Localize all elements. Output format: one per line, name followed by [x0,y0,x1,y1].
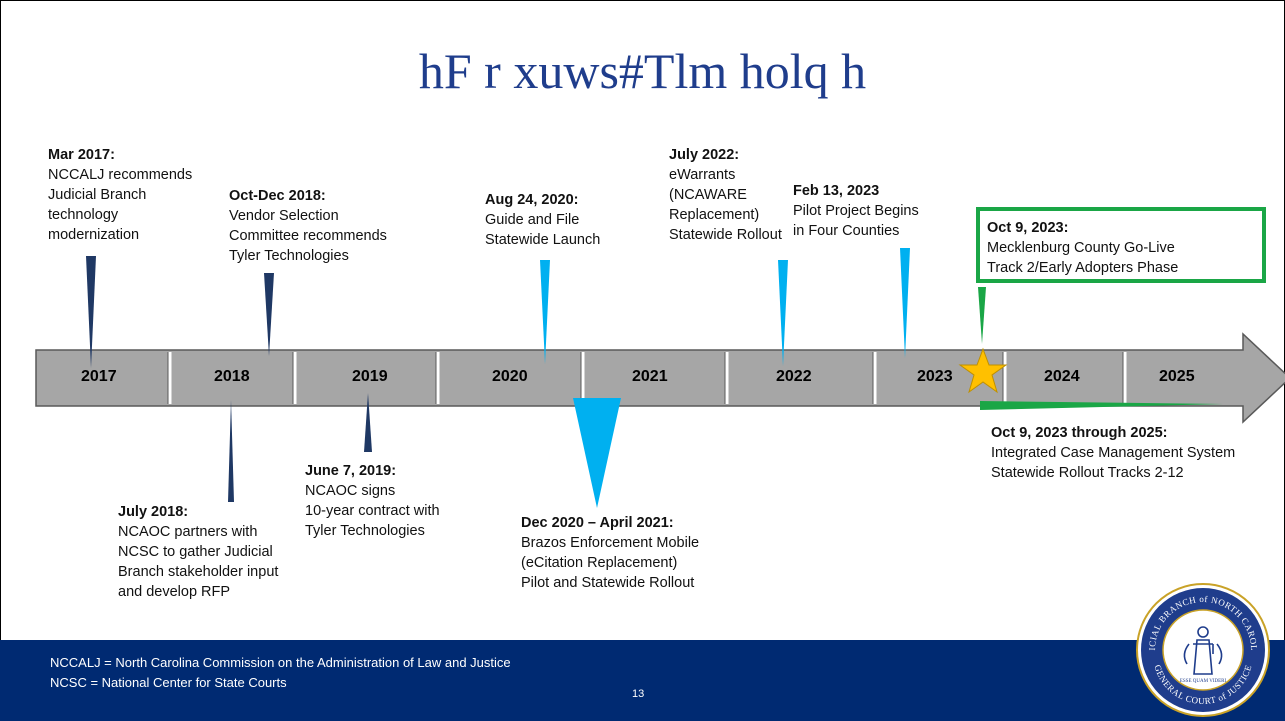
event-aug2020: Aug 24, 2020: Guide and File Statewide L… [485,192,601,248]
year-2018: 2018 [214,368,250,385]
marker-oct2023 [978,287,986,344]
slide-title: hF r xuws#Tlm holq h [418,43,867,99]
marker-jun2019 [364,393,372,452]
footer-note-nccalj: NCCALJ = North Carolina Commission on th… [50,655,511,670]
highlight-box [976,207,1266,283]
footer-notes: NCCALJ = North Carolina Commission on th… [50,653,511,693]
year-dividers [168,352,1127,404]
event-oct2018: Oct-Dec 2018: Vendor Selection Committee… [229,188,387,264]
year-2020: 2020 [492,368,528,385]
year-2024: 2024 [1044,368,1080,385]
year-dividers-dark [167,352,1124,404]
event-jul2022: July 2022: eWarrants (NCAWARE Replacemen… [669,147,782,243]
marker-jul2018 [228,400,234,502]
footer-bar [0,640,1285,721]
year-2019: 2019 [352,368,388,385]
event-oct2023: Oct 9, 2023: Mecklenburg County Go-Live … [987,220,1179,276]
seal-motto: ESSE QUAM VIDERI [1180,679,1227,684]
court-seal-logo: JUDICIAL BRANCH of NORTH CAROLINA GENERA… [1135,582,1270,717]
event-feb2023: Feb 13, 2023 Pilot Project Begins in Fou… [793,183,919,239]
event-oct2023-2025: Oct 9, 2023 through 2025: Integrated Cas… [991,425,1236,481]
timeline-arrow [35,332,1285,424]
marker-oct2018 [264,273,274,356]
event-jul2018: July 2018: NCAOC partners with NCSC to g… [118,504,279,600]
marker-aug2020 [540,260,550,364]
year-2021: 2021 [632,368,668,385]
justice-figure-icon [1183,626,1223,675]
star-icon [958,347,1008,394]
marker-oct2023-2025 [980,401,1223,410]
event-dec2020: Dec 2020 – April 2021: Brazos Enforcemen… [521,515,700,591]
year-2017: 2017 [81,368,117,385]
footer-note-ncsc: NCSC = National Center for State Courts [50,675,287,690]
year-2023: 2023 [917,368,953,385]
event-jun2019: June 7, 2019: NCAOC signs 10-year contra… [305,463,440,539]
page-number: 13 [632,688,645,700]
marker-feb2023 [900,248,910,358]
marker-mar2017 [86,256,96,368]
marker-dec2020 [573,398,621,508]
year-2025: 2025 [1159,368,1195,385]
event-mar2017: Mar 2017: NCCALJ recommends Judicial Bra… [48,147,193,243]
year-2022: 2022 [776,368,812,385]
marker-jul2022 [778,260,788,366]
